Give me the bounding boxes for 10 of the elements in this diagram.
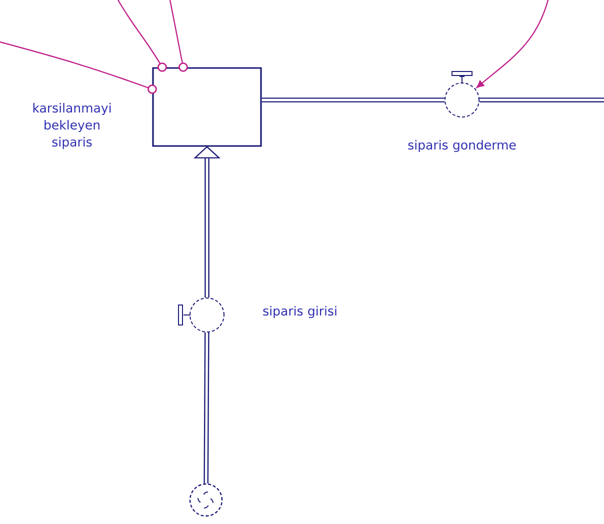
stock-box: karsilanmayi bekleyen siparis (33, 67, 262, 150)
cloud-symbol (189, 483, 223, 517)
flow-pipe (480, 98, 604, 102)
arrow (117, 0, 167, 72)
arrow (476, 0, 549, 88)
flow-pipe (204, 332, 210, 484)
node-label: karsilanmayi bekleyen siparis (33, 102, 111, 150)
flow-pipe (262, 98, 444, 102)
arrow (169, 0, 188, 72)
arrow (0, 41, 157, 94)
